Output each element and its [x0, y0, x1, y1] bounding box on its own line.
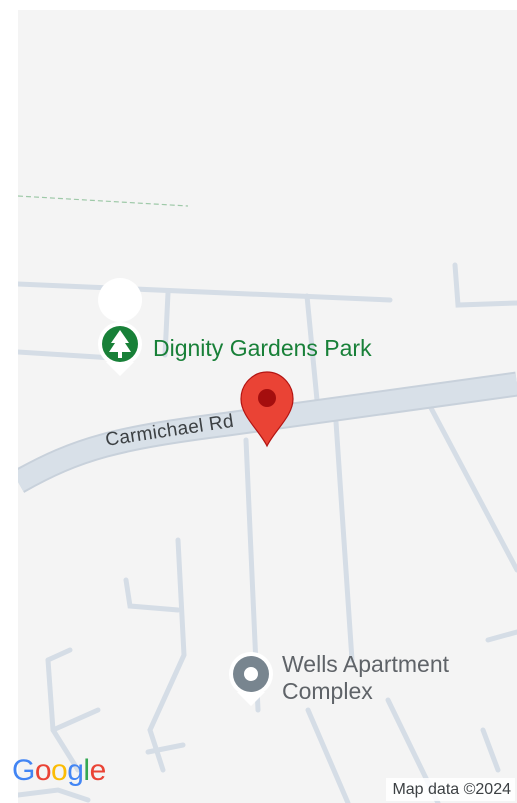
google-logo[interactable]: Google — [12, 754, 106, 788]
minor-road — [123, 577, 181, 613]
apartment-label[interactable]: Wells Apartment Complex — [282, 651, 449, 705]
google-logo-letter: e — [89, 754, 107, 787]
minor-road — [304, 293, 320, 403]
map-attribution[interactable]: Map data ©2024 — [386, 778, 515, 801]
minor-road — [480, 727, 501, 773]
google-logo-letter: o — [34, 754, 52, 787]
minor-road — [50, 707, 101, 733]
park-label[interactable]: Dignity Gardens Park — [153, 335, 372, 361]
minor-road — [18, 281, 393, 303]
minor-road — [162, 290, 171, 358]
minor-road — [45, 647, 73, 663]
place-marker-icon[interactable] — [229, 652, 273, 706]
google-logo-letter: g — [67, 754, 84, 787]
minor-road — [485, 629, 517, 643]
map-pin-icon[interactable] — [240, 371, 294, 448]
minor-road — [428, 405, 517, 573]
minor-road — [305, 707, 351, 803]
apartment-label-line2: Complex — [282, 678, 373, 704]
minor-road — [147, 537, 187, 773]
map-roads — [18, 195, 517, 803]
carmichael-road[interactable] — [18, 373, 517, 492]
minor-road — [145, 742, 186, 755]
google-logo-letter: o — [51, 754, 68, 787]
google-logo-letter: l — [83, 754, 90, 787]
google-logo-letter: G — [12, 754, 35, 787]
minor-road — [452, 262, 517, 308]
boundary-line — [18, 195, 189, 207]
apartment-label-line1: Wells Apartment — [282, 651, 450, 677]
minor-road — [18, 787, 91, 803]
map-canvas[interactable]: Dignity Gardens Park Carmichael Rd Wells… — [18, 10, 517, 803]
minor-road — [333, 419, 355, 663]
tree-icon[interactable] — [98, 278, 143, 376]
minor-road — [18, 349, 116, 361]
